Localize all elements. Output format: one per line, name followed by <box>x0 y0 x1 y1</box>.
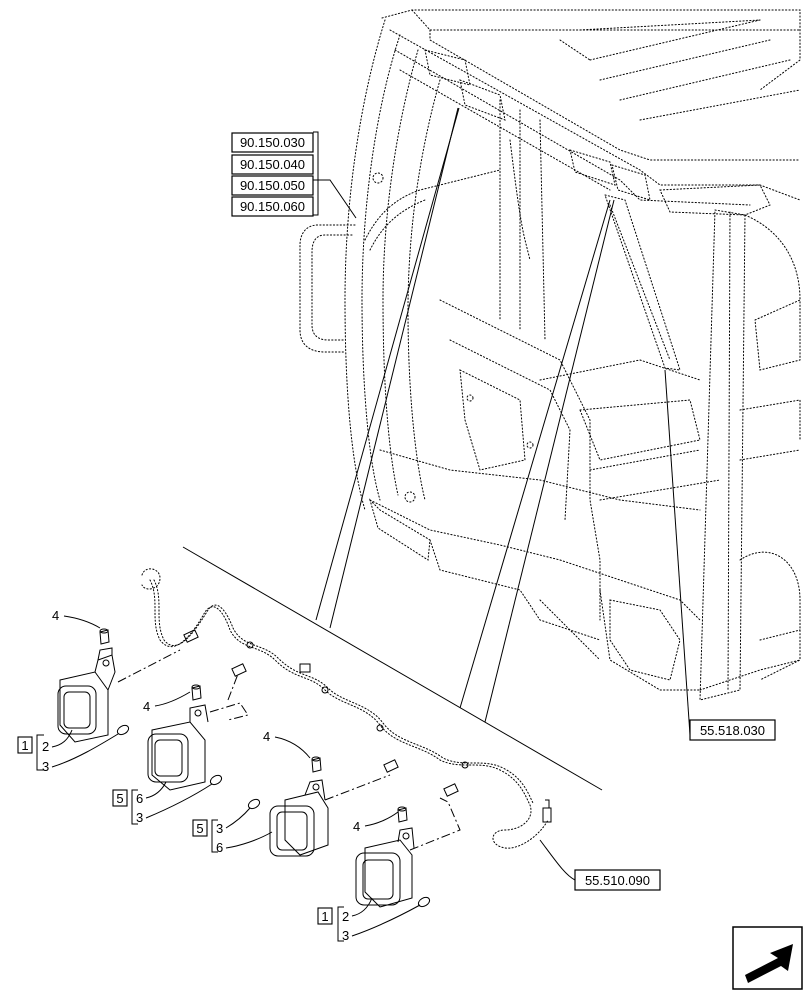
callout-bolt-a: 4 <box>52 608 101 629</box>
reference-label-cab-3: 90.150.050 <box>240 178 305 193</box>
callout-number: 4 <box>143 699 150 714</box>
work-lamp-2 <box>147 684 223 791</box>
cab-reference-group: 90.150.030 90.150.040 90.150.050 90.150.… <box>231 131 319 217</box>
callout-number: 6 <box>136 791 143 806</box>
callout-bolt-b: 4 <box>143 691 191 714</box>
reference-label-cab-4: 90.150.060 <box>240 199 305 214</box>
callout-group-1: 1 2 3 <box>17 729 119 774</box>
cab-frame-drawing <box>299 9 801 701</box>
next-page-arrow-icon[interactable] <box>732 926 803 990</box>
reference-leaders <box>182 107 691 881</box>
group-box-number: 5 <box>196 821 203 836</box>
callout-bolt-c: 4 <box>263 729 311 759</box>
callout-number: 6 <box>216 840 223 855</box>
callout-number: 3 <box>216 821 223 836</box>
work-lamp-3 <box>247 756 329 857</box>
work-lamp-4 <box>355 806 431 908</box>
callout-bolt-d: 4 <box>353 811 399 834</box>
reference-box-cab-1[interactable]: 90.150.030 <box>231 132 314 153</box>
reference-label-harness: 55.510.090 <box>585 873 650 888</box>
callout-group-3: 5 3 6 <box>192 807 273 855</box>
callout-number: 3 <box>42 759 49 774</box>
reference-label-cab-1: 90.150.030 <box>240 135 305 150</box>
callout-group-4: 1 2 3 <box>317 897 421 943</box>
callout-number: 4 <box>52 608 59 623</box>
group-box-number: 1 <box>321 909 328 924</box>
callout-number: 4 <box>353 819 360 834</box>
assembly-centerlines <box>117 649 461 851</box>
callout-group-2: 5 6 3 <box>112 781 213 825</box>
group-box-number: 1 <box>21 738 28 753</box>
callout-number: 3 <box>342 928 349 943</box>
callout-number: 2 <box>42 739 49 754</box>
callout-number: 2 <box>342 909 349 924</box>
reference-label-wiper: 55.518.030 <box>700 723 765 738</box>
reference-box-cab-2[interactable]: 90.150.040 <box>231 154 314 175</box>
callout-number: 4 <box>263 729 270 744</box>
reference-box-cab-4[interactable]: 90.150.060 <box>231 196 314 217</box>
reference-label-cab-2: 90.150.040 <box>240 157 305 172</box>
reference-box-wiper[interactable]: 55.518.030 <box>689 719 776 741</box>
reference-box-harness[interactable]: 55.510.090 <box>574 869 661 891</box>
callout-number: 3 <box>136 810 143 825</box>
reference-box-cab-3[interactable]: 90.150.050 <box>231 175 314 196</box>
wire-harness <box>141 568 552 849</box>
work-lamp-1 <box>57 628 130 743</box>
group-box-number: 5 <box>116 791 123 806</box>
